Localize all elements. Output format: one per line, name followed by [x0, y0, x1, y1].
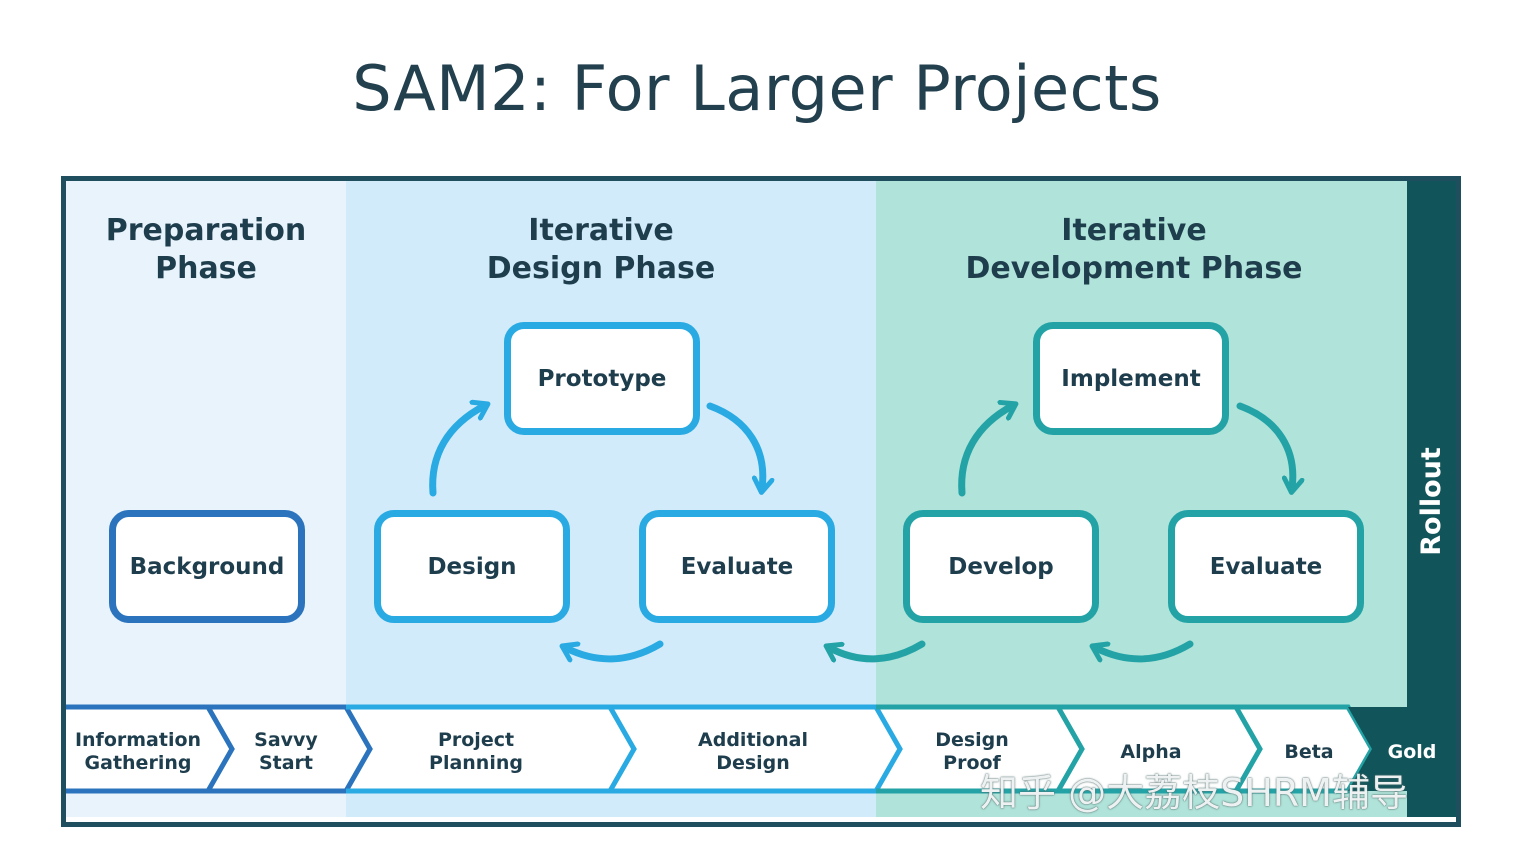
development-phase-title: Iterative Development Phase	[965, 213, 1303, 286]
design-phase-title: Iterative Design Phase	[486, 213, 716, 286]
diagram-frame	[61, 176, 1461, 827]
chevron-gold	[1348, 707, 1407, 791]
design-box: Design	[374, 510, 570, 623]
development-evaluate-box: Evaluate	[1168, 510, 1364, 623]
milestone-beta: Beta	[1284, 740, 1334, 763]
milestone-design-proof: Design Proof	[935, 729, 1009, 774]
implement-box: Implement	[1033, 322, 1229, 435]
design-evaluate-box: Evaluate	[639, 510, 835, 623]
preparation-phase-title: Preparation Phase	[105, 213, 307, 286]
prototype-box: Prototype	[504, 322, 700, 435]
milestone-additional-design: Additional Design	[698, 729, 808, 774]
milestone-gold: Gold	[1387, 740, 1437, 763]
arrow-develop-to-design-evaluate	[830, 640, 926, 659]
arrow-evaluate-to-develop	[1096, 640, 1194, 659]
arrow-develop-to-implement	[958, 406, 1012, 497]
arrow-design-to-prototype	[429, 406, 484, 497]
arrow-evaluate-to-design	[566, 640, 664, 659]
develop-box: Develop	[903, 510, 1099, 623]
chevron-design-proof	[878, 707, 1082, 791]
milestone-project-planning: Project Planning	[429, 729, 523, 774]
arrow-implement-to-evaluate	[1236, 402, 1293, 488]
chevron-project-planning	[348, 707, 634, 791]
watermark: 知乎 @大荔枝SHRM辅导	[980, 771, 1408, 815]
milestone-information-gathering: Information Gathering	[74, 729, 202, 774]
arrow-prototype-to-evaluate	[706, 402, 763, 488]
milestone-savvy-start: Savvy Start	[254, 729, 318, 774]
background-box: Background	[109, 510, 305, 623]
chevron-beta	[1238, 707, 1372, 791]
chevron-alpha	[1060, 707, 1260, 791]
milestone-alpha: Alpha	[1120, 740, 1182, 763]
rollout-label: Rollout	[1416, 446, 1447, 556]
chevron-information-gathering	[66, 707, 232, 791]
chevron-additional-design	[612, 707, 900, 791]
page-title: SAM2: For Larger Projects	[352, 52, 1162, 125]
rollout-panel	[1407, 181, 1456, 817]
chevron-savvy-start	[210, 707, 370, 791]
